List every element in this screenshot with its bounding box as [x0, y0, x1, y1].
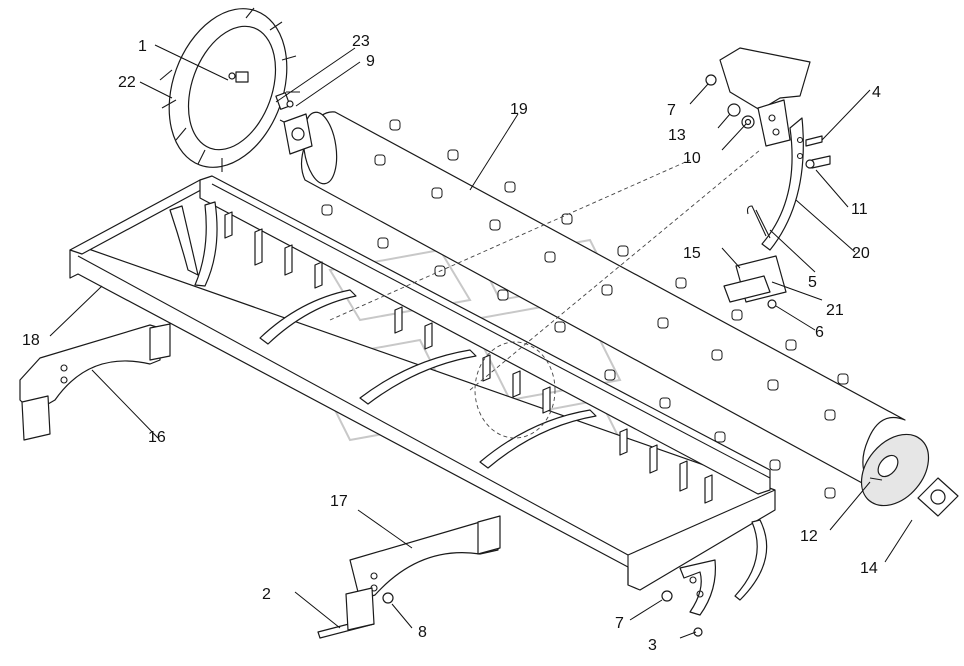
- callout-21: 21: [826, 302, 844, 319]
- callout-19: 19: [510, 101, 528, 118]
- leader-lines: [49, 44, 913, 639]
- fasteners: [317, 74, 883, 639]
- callout-9: 9: [366, 53, 375, 70]
- callout-23: 23: [352, 33, 370, 50]
- callout-22: 22: [118, 74, 136, 91]
- callout-1: 1: [138, 38, 147, 55]
- callout-18: 18: [22, 332, 40, 349]
- callout-11: 11: [851, 201, 868, 218]
- callout-14: 14: [860, 560, 878, 577]
- left-mount-bracket: [19, 323, 171, 441]
- right-mount-bracket: [345, 515, 501, 631]
- roller-drum: [300, 111, 930, 507]
- callout-4: 4: [872, 84, 881, 101]
- roller-studs: [321, 119, 849, 499]
- main-frame: [69, 175, 776, 616]
- callout-17: 17: [330, 493, 348, 510]
- callout-5: 5: [808, 274, 817, 291]
- callout-2: 2: [262, 586, 271, 603]
- callout-20: 20: [852, 245, 870, 262]
- right-flange-bearing: [917, 477, 959, 517]
- callout-8: 8: [418, 624, 427, 641]
- callout-10: 10: [683, 150, 701, 167]
- callout-16: 16: [148, 429, 166, 446]
- side-wheel: [159, 7, 300, 172]
- callout-6: 6: [815, 324, 824, 341]
- callout-7-bottom: 7: [615, 615, 624, 632]
- callout-3: 3: [648, 637, 657, 654]
- callout-12: 12: [800, 528, 818, 545]
- support-arm: [719, 47, 811, 251]
- callout-7-top: 7: [667, 102, 676, 119]
- left-flange-bearing: [275, 92, 313, 155]
- callout-15: 15: [683, 245, 701, 262]
- clamp-assembly: [723, 205, 787, 309]
- callout-13: 13: [668, 127, 686, 144]
- frame-tines: [224, 211, 713, 504]
- callout-labels: 1 2 3 4 5 6 7 7 8 9 10 11 12 13 14 15 16…: [22, 33, 881, 654]
